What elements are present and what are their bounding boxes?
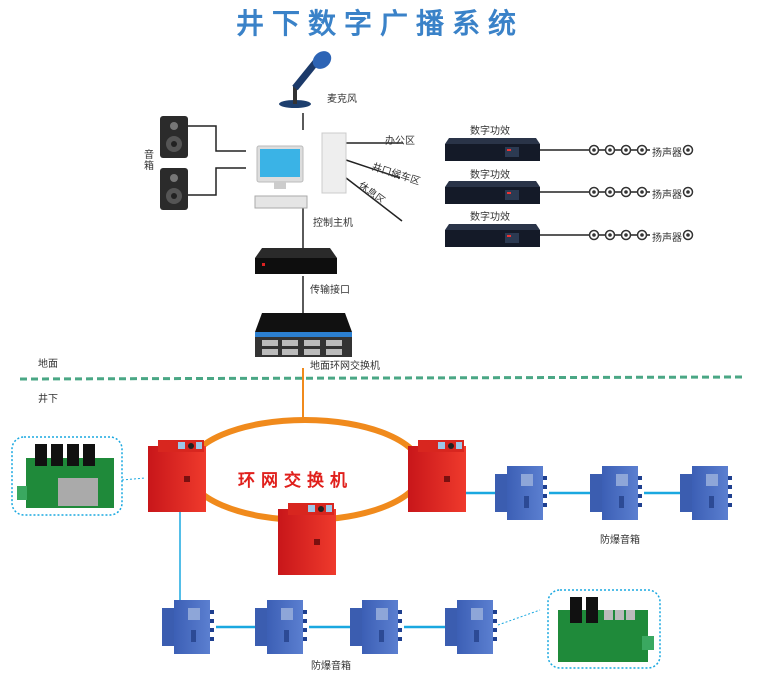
- microphone-icon: [279, 51, 332, 108]
- amplifier-icon: [445, 181, 540, 204]
- surface-wiring: [188, 113, 650, 313]
- explosion-proof-speaker-icon: [590, 466, 642, 520]
- ring-switch-box-icon: [148, 440, 206, 512]
- explosion-proof-speaker-label: 防爆音箱: [311, 661, 351, 672]
- amplifier-label: 数字功效: [470, 126, 510, 137]
- circuit-board-callout-right: [497, 589, 661, 669]
- transfer-interface-icon: [255, 248, 337, 274]
- circuit-board-callout-left: [11, 436, 146, 516]
- surface-label: 地面: [38, 359, 58, 370]
- zone-label: 办公区: [385, 136, 415, 147]
- speaker-icon: [160, 168, 188, 210]
- speakers-label: 音箱: [144, 150, 154, 172]
- speaker-icon: [160, 116, 188, 158]
- microphone-label: 麦克风: [327, 94, 357, 105]
- amplifier-label: 数字功效: [470, 212, 510, 223]
- explosion-proof-speaker-icon: [162, 600, 214, 654]
- computer-icon: [254, 132, 347, 209]
- ring-switch-label: 环网交换机: [238, 471, 353, 491]
- switch-label: 地面环网交换机: [310, 361, 380, 372]
- explosion-proof-speaker-icon: [350, 600, 402, 654]
- explosion-proof-speaker-icon: [445, 600, 497, 654]
- ring-switch-surface-icon: [255, 313, 352, 357]
- loudspeaker-label: 扬声器: [652, 148, 682, 159]
- explosion-proof-speaker-icon: [255, 600, 307, 654]
- diagram-title: 井下数字广播系统: [235, 7, 524, 40]
- ground-divider: [19, 375, 747, 381]
- underground-label: 井下: [38, 394, 58, 405]
- host-label: 控制主机: [313, 218, 353, 229]
- explosion-proof-speaker-label: 防爆音箱: [600, 535, 640, 546]
- explosion-proof-speaker-icon: [495, 466, 547, 520]
- loudspeaker-label: 扬声器: [652, 233, 682, 244]
- cable-links: [179, 491, 680, 629]
- ring-switch-box-icon: [408, 440, 466, 512]
- amplifier-icon: [445, 224, 540, 247]
- explosion-proof-speaker-icon: [680, 466, 732, 520]
- ring-switch-box-icon: [278, 503, 336, 575]
- transfer-label: 传输接口: [310, 285, 350, 296]
- amplifier-label: 数字功效: [470, 170, 510, 181]
- amplifier-icon: [445, 138, 540, 161]
- loudspeaker-label: 扬声器: [652, 190, 682, 201]
